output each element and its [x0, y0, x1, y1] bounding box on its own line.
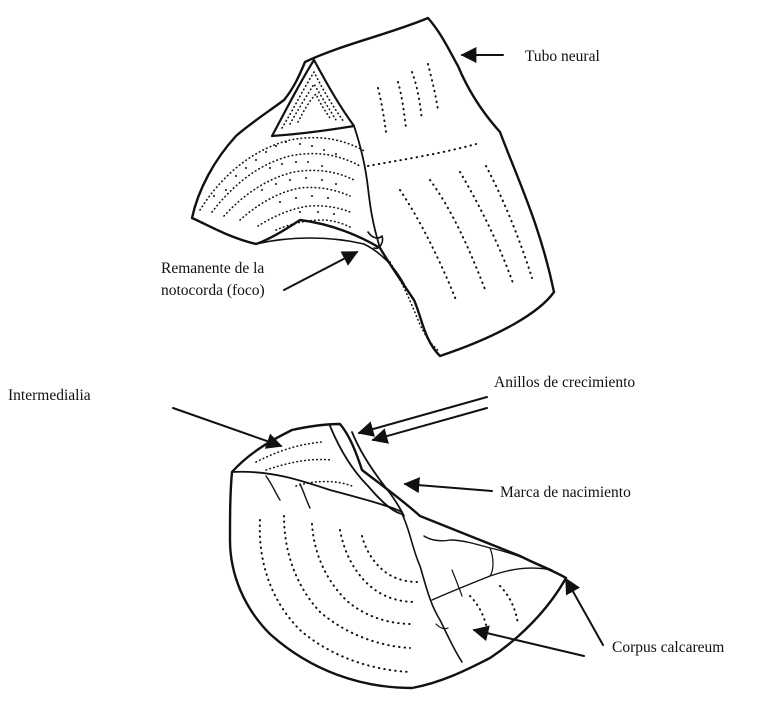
label-notochord-line2: notocorda (foco)	[161, 282, 265, 299]
arrow-growth-rings-1	[359, 397, 487, 433]
arrow-birth-mark	[405, 484, 492, 491]
label-tubo-neural: Tubo neural	[525, 48, 600, 65]
label-marca-de-nacimiento: Marca de nacimiento	[500, 484, 631, 501]
arrow-intermedialia	[173, 408, 281, 446]
upper-vertebra-illustration	[192, 18, 554, 356]
lower-centrum-illustration	[230, 424, 566, 688]
labels: Tubo neural Remanente de la notocorda (f…	[8, 48, 724, 656]
label-corpus-calcareum: Corpus calcareum	[612, 639, 724, 656]
label-notochord-line1: Remanente de la	[161, 260, 264, 277]
arrow-corpus-calcareum-1	[566, 579, 603, 645]
arrow-notochord	[284, 252, 357, 290]
label-anillos-de-crecimiento: Anillos de crecimiento	[494, 374, 635, 391]
arrow-corpus-calcareum-2	[474, 630, 584, 656]
label-intermedialia: Intermedialia	[8, 387, 91, 404]
